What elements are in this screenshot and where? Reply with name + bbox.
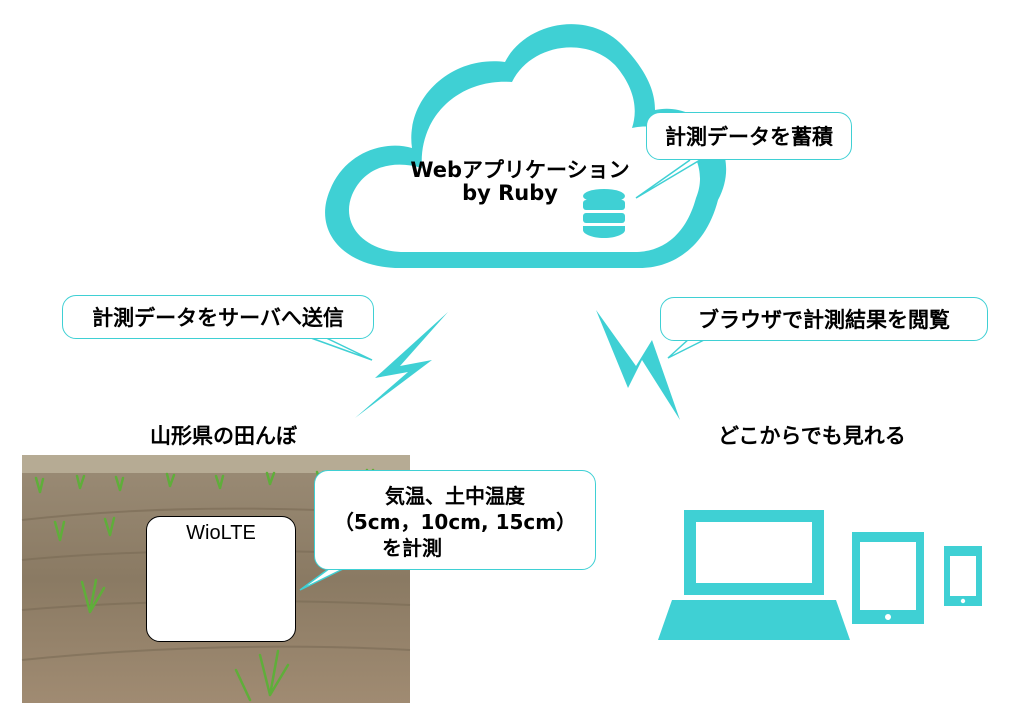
field-title: 山形県の田んぼ — [150, 424, 297, 448]
store-bubble: 計測データを蓄積 — [646, 112, 852, 160]
cloud-title-line1: Webアプリケーション — [410, 158, 630, 182]
devices-title: どこからでも見れる — [718, 424, 906, 448]
tablet-icon — [852, 532, 924, 624]
measure-line2: （5cm，10cm, 15cm） — [333, 510, 577, 534]
wiolte-label: WioLTE — [186, 522, 256, 544]
measure-bubble — [314, 470, 596, 570]
store-bubble-tail — [635, 159, 701, 199]
measure-line1: 気温、土中温度 — [385, 484, 525, 508]
laptop-icon — [658, 510, 850, 640]
database-icon — [583, 189, 625, 238]
send-bubble: 計測データをサーバへ送信 — [62, 295, 374, 339]
lightning-icon — [596, 310, 680, 420]
send-bubble-tail — [299, 333, 373, 361]
phone-icon — [944, 546, 982, 606]
browse-bubble-tail — [667, 337, 709, 359]
wiolte-box — [146, 516, 296, 642]
cloud-title-line2: by Ruby — [462, 181, 558, 205]
measure-bubble-tail — [299, 567, 346, 591]
browse-bubble: ブラウザで計測結果を閲覧 — [660, 297, 988, 341]
measure-line3: を計測 — [382, 536, 442, 560]
